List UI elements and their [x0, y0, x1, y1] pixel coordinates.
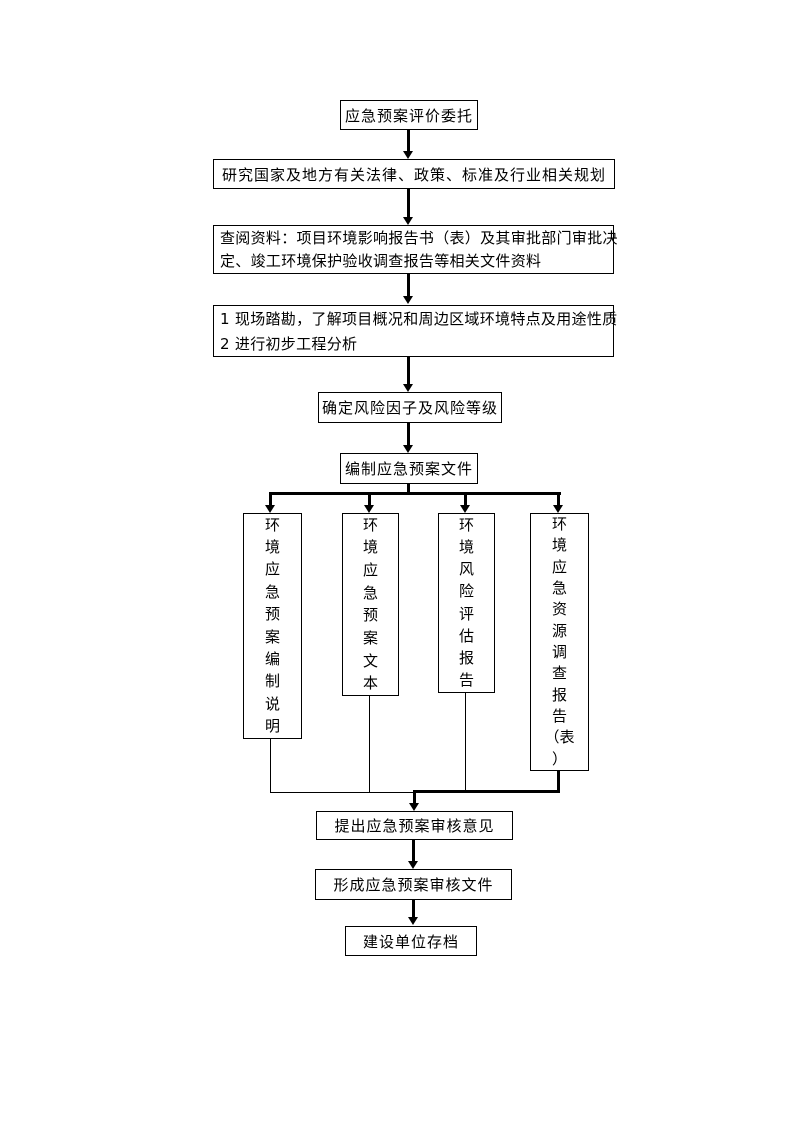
- arrow-merge-opinion-head: [409, 803, 419, 811]
- text-line: 预: [362, 606, 378, 625]
- text-line: 告: [551, 707, 567, 726]
- branch-arrow-4-head: [553, 505, 563, 513]
- text-line: 应: [362, 561, 378, 580]
- text-line: 预: [264, 605, 280, 624]
- node-site-survey: 1 现场踏勘，了解项目概况和周边区域环境特点及用途性质 2 进行初步工程分析: [213, 305, 618, 357]
- text-line: 环: [362, 515, 378, 534]
- text-line: 急: [264, 582, 280, 601]
- text-line: 报: [551, 685, 567, 704]
- text-line: 源: [551, 621, 567, 640]
- arrow-auditdoc-archive-head: [408, 917, 418, 925]
- text-line: 境: [551, 536, 567, 555]
- text-line: 说: [264, 694, 280, 713]
- text-line: 风: [458, 560, 474, 579]
- text-line: 应: [264, 560, 280, 579]
- arrow-opinion-auditdoc-head: [408, 861, 418, 869]
- node-audit-document: 形成应急预案审核文件: [315, 869, 512, 900]
- collector-4-line: [557, 771, 560, 792]
- arrow-commission-research-line: [407, 129, 410, 152]
- branch-arrow-2-head: [364, 505, 374, 513]
- text-line: 评: [458, 604, 474, 623]
- node-commission: 应急预案评价委托: [340, 100, 478, 130]
- branch-arrow-4-line: [557, 494, 560, 506]
- node-doc-resource-report: 环境应急资源调查报告 （表 ）: [530, 513, 589, 771]
- collector-2-line: [369, 696, 370, 792]
- node-risk-factors: 确定风险因子及风险等级: [318, 392, 502, 423]
- text-line: 应: [551, 557, 567, 576]
- text-line: 告: [458, 671, 474, 690]
- text-line: 急: [362, 583, 378, 602]
- text-line: 境: [458, 537, 474, 556]
- merge-line-thick: [413, 790, 560, 793]
- text-line: 环: [458, 515, 474, 534]
- text-line: 查: [551, 664, 567, 683]
- node-doc-risk-report: 环境风险评估报告: [438, 513, 495, 693]
- node-compile-plan: 编制应急预案文件: [340, 453, 478, 484]
- text-line: 案: [362, 628, 378, 647]
- text-line: 制: [264, 672, 280, 691]
- text-line: 文: [362, 651, 378, 670]
- arrow-opinion-auditdoc-line: [412, 840, 415, 862]
- arrow-risk-compile-line: [407, 422, 410, 446]
- branch-horizontal-line: [269, 492, 561, 495]
- text-line: 案: [264, 627, 280, 646]
- text-line: 环: [264, 515, 280, 534]
- branch-arrow-1-line: [269, 494, 272, 506]
- branch-stem-line: [407, 483, 410, 495]
- text-line: 险: [458, 582, 474, 601]
- text-line: 境: [264, 538, 280, 557]
- text-line: 报: [458, 649, 474, 668]
- arrow-commission-research-head: [403, 151, 413, 159]
- text-line: （表: [544, 728, 575, 747]
- text-line: 1 现场踏勘，了解项目概况和周边区域环境特点及用途性质: [220, 309, 618, 328]
- text-line: 查阅资料：项目环境影响报告书（表）及其审批部门审批决: [220, 228, 618, 247]
- collector-3-line: [465, 693, 466, 792]
- arrow-survey-risk-line: [407, 356, 410, 385]
- node-audit-opinion: 提出应急预案审核意见: [316, 811, 513, 840]
- text-line: 编: [264, 650, 280, 669]
- text-line: 资: [551, 600, 567, 619]
- text-line: 境: [362, 538, 378, 557]
- arrow-research-review-line: [407, 188, 410, 218]
- collector-1-line: [270, 739, 271, 792]
- text-line: ）: [551, 749, 567, 768]
- node-doc-explain: 环境应急预案编制说明: [243, 513, 302, 739]
- text-line: 明: [264, 717, 280, 736]
- node-research: 研究国家及地方有关法律、政策、标准及行业相关规划: [213, 159, 615, 189]
- arrow-risk-compile-head: [403, 445, 413, 453]
- text-line: 调: [551, 643, 567, 662]
- text-line: 2 进行初步工程分析: [220, 334, 358, 353]
- text-line: 急: [551, 579, 567, 598]
- branch-arrow-2-line: [368, 494, 371, 506]
- text-line: 定、竣工环境保护验收调查报告等相关文件资料: [220, 252, 542, 271]
- arrow-review-survey-head: [403, 296, 413, 304]
- arrow-merge-opinion-line: [413, 790, 416, 804]
- arrow-auditdoc-archive-line: [412, 899, 415, 918]
- node-archive: 建设单位存档: [345, 926, 477, 956]
- branch-arrow-3-head: [460, 505, 470, 513]
- node-doc-text: 环境应急预案文本: [342, 513, 399, 696]
- text-line: 估: [458, 626, 474, 645]
- text-line: 本: [362, 674, 378, 693]
- arrow-research-review-head: [403, 217, 413, 225]
- branch-arrow-1-head: [265, 505, 275, 513]
- text-line: 环: [551, 515, 567, 534]
- merge-line-thin: [270, 792, 415, 793]
- arrow-survey-risk-head: [403, 384, 413, 392]
- branch-arrow-3-line: [464, 494, 467, 506]
- node-review-materials: 查阅资料：项目环境影响报告书（表）及其审批部门审批决定、竣工环境保护验收调查报告…: [213, 225, 618, 274]
- arrow-review-survey-line: [407, 273, 410, 297]
